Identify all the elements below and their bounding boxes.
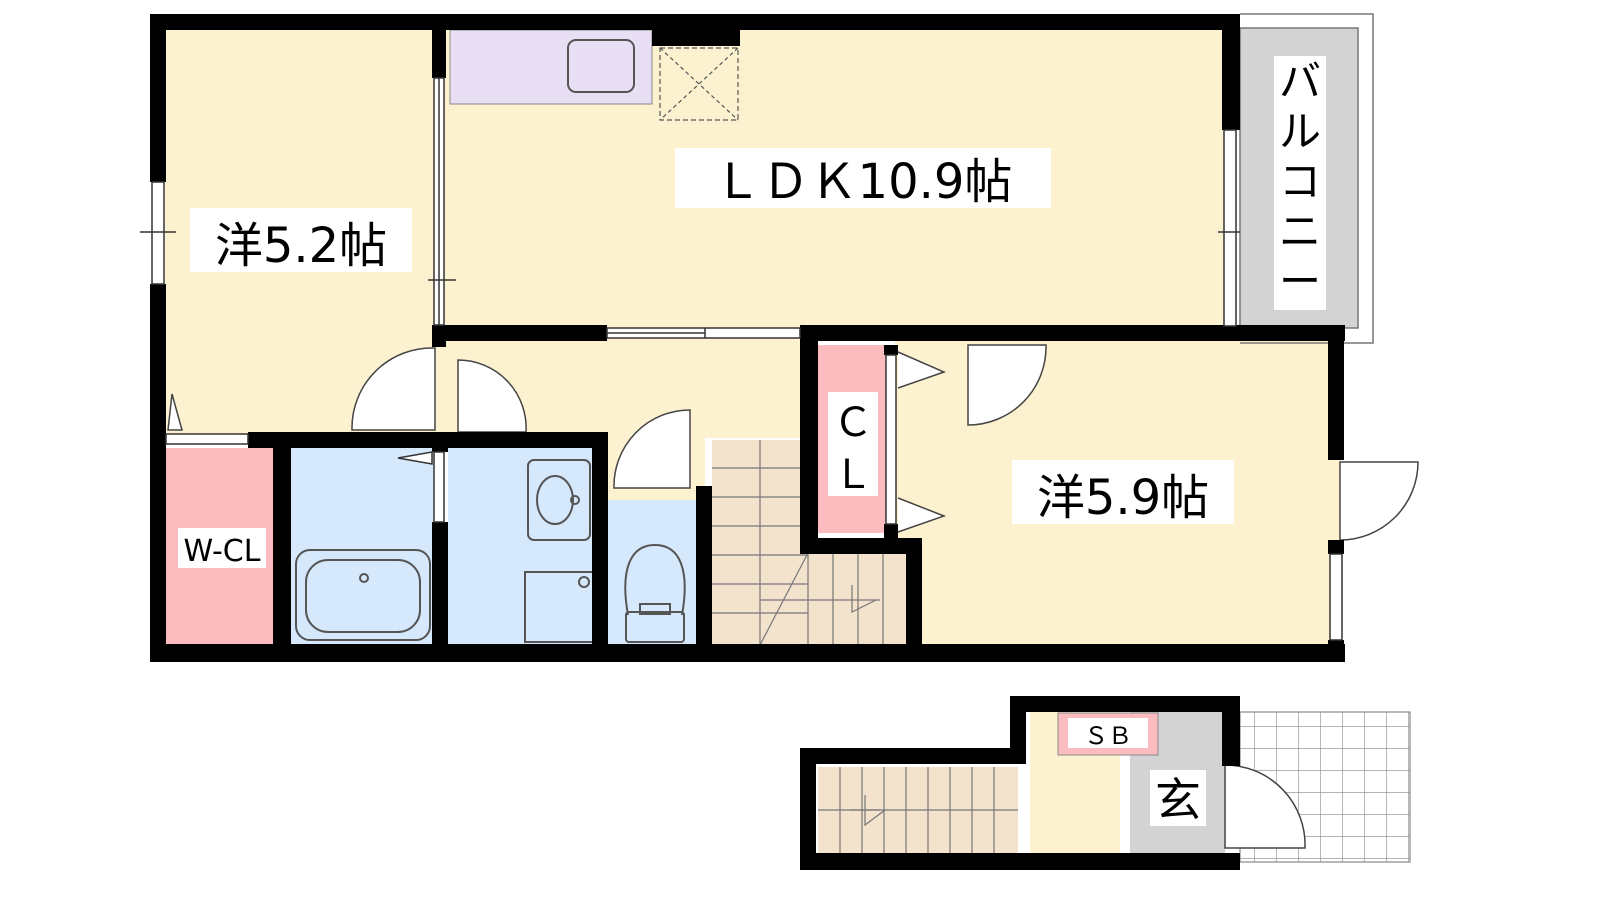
shoe-box-label-bg bbox=[1068, 718, 1148, 748]
ldk-label-bg bbox=[675, 148, 1051, 208]
closet-label-bg bbox=[828, 392, 878, 496]
toilet-floor bbox=[608, 500, 696, 646]
bathtub-icon bbox=[295, 549, 431, 641]
balcony-label-bg bbox=[1274, 56, 1326, 310]
washroom-floor bbox=[448, 448, 598, 646]
room-western-2-label-bg bbox=[1012, 460, 1234, 524]
ldk-label: ＬＤＫ10.9帖 bbox=[714, 154, 1013, 210]
closet-char-1: Ｃ bbox=[833, 400, 873, 446]
balcony-char-5: ー bbox=[1279, 257, 1321, 306]
door-swings bbox=[167, 344, 1419, 849]
balcony-railing bbox=[1240, 13, 1374, 344]
walls bbox=[150, 14, 1345, 870]
stairs-lower-treads bbox=[818, 767, 1018, 853]
balcony-char-3: コ bbox=[1279, 157, 1321, 206]
balcony-char-1: バ bbox=[1279, 57, 1321, 106]
bathroom-floor bbox=[290, 448, 435, 646]
room-western-1-label: 洋5.2帖 bbox=[215, 218, 387, 274]
shoe-box-label: ＳＢ bbox=[1084, 722, 1132, 750]
balcony-label: バ ル コ ニ ー bbox=[1279, 57, 1321, 306]
balcony-char-2: ル bbox=[1279, 107, 1321, 156]
walk-in-closet-label: W-CL bbox=[184, 534, 261, 569]
room-western-1-label-bg bbox=[190, 208, 412, 272]
toilet-icon bbox=[624, 543, 686, 643]
washbasin-icon bbox=[527, 459, 591, 541]
walk-in-closet-label-bg bbox=[178, 528, 266, 568]
stairs-upper-treads bbox=[712, 440, 884, 646]
windows bbox=[140, 77, 1343, 641]
closet-char-2: Ｌ bbox=[833, 452, 873, 498]
refrigerator-space-icon bbox=[659, 47, 739, 121]
sink-icon bbox=[567, 39, 635, 93]
entrance-label-bg bbox=[1150, 770, 1206, 826]
entrance-label: 玄 bbox=[1155, 773, 1201, 827]
room-western-2-label: 洋5.9帖 bbox=[1037, 470, 1209, 526]
balcony-char-4: ニ bbox=[1279, 207, 1321, 256]
